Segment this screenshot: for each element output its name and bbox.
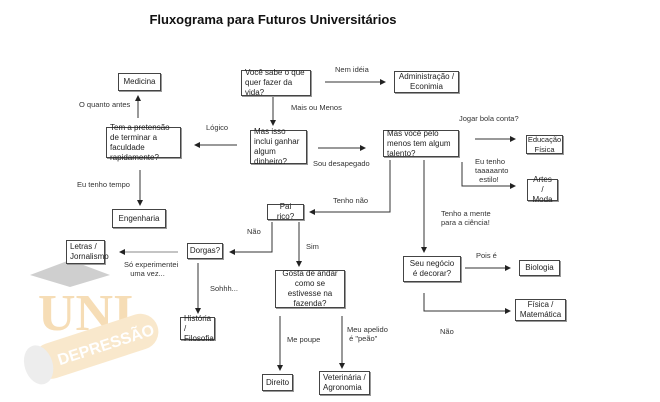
edge-label: Sohhh... <box>210 284 238 293</box>
chart-title: Fluxograma para Futuros Universitários <box>149 12 397 27</box>
node-pretensao: Tem a pretensão de terminar a faculdade … <box>106 123 181 162</box>
watermark-logo: UNI DEPRESSÃO <box>23 260 159 385</box>
edge-label: Lógico <box>206 123 229 132</box>
node-q3: Mas você pelo menos tem algum talento? <box>383 129 459 158</box>
node-historia-filosofia: História / Filosofia <box>180 314 215 343</box>
arrow-estilo <box>461 162 516 189</box>
edge-label: Mais ou Menos <box>291 103 342 112</box>
node-engenharia: Engenharia <box>112 209 166 228</box>
node-letras-jornalismo: Letras / Jornalismo <box>66 240 109 264</box>
node-artes-moda: Artes / Moda <box>527 175 558 204</box>
node-veterinaria: Veterinária / Agronomia <box>319 371 370 395</box>
edge-label: Tenho não <box>333 196 369 205</box>
node-direito: Direito <box>262 374 293 391</box>
edge-label: Eu tenho tempo <box>77 180 130 189</box>
arrow-tenho-nao <box>309 160 391 215</box>
node-fisica-matematica: Física / Matemática <box>515 299 566 321</box>
node-fazenda: Gosta de andar como se estivesse na faze… <box>275 269 345 308</box>
node-medicina: Medicina <box>118 73 161 91</box>
edge-label: Sou desapegado <box>313 159 370 168</box>
edge-label: Só experimentei uma vez... <box>124 260 179 278</box>
edge-label: Eu tenho taaaaanto estilo! <box>475 157 509 184</box>
edge-label: Jogar bola conta? <box>459 114 519 123</box>
edge-label: Me poupe <box>287 335 321 344</box>
svg-text:UNI: UNI <box>38 285 133 342</box>
edge-label: O quanto antes <box>79 100 131 109</box>
edge-label: Tenho a mente para a ciência! <box>441 209 491 227</box>
edge-label: Não <box>247 227 261 236</box>
node-dorgas: Dorgas? <box>187 243 223 259</box>
node-q2: Mas isso inclui ganhar algum dinheiro? <box>250 127 307 166</box>
edge-label: Não <box>440 327 454 336</box>
node-decorar: Seu negócio é decorar? <box>403 256 461 282</box>
edge-label: Sim <box>306 242 319 251</box>
node-biologia: Biologia <box>519 260 560 276</box>
node-pai-rico: Pai rico? <box>267 202 304 221</box>
node-administracao: Administração / Econimia <box>394 71 459 93</box>
arrow-nao1 <box>229 222 273 255</box>
edge-label: Pois é <box>476 251 497 260</box>
node-educacao-fisica: Educação Física <box>526 134 563 154</box>
node-q1: Você sabe o que quer fazer da vida? <box>241 68 311 97</box>
edge-label: Meu apelido é "peão" <box>347 325 388 343</box>
arrow-nao2 <box>423 293 511 314</box>
edge-label: Nem idéia <box>335 65 369 74</box>
